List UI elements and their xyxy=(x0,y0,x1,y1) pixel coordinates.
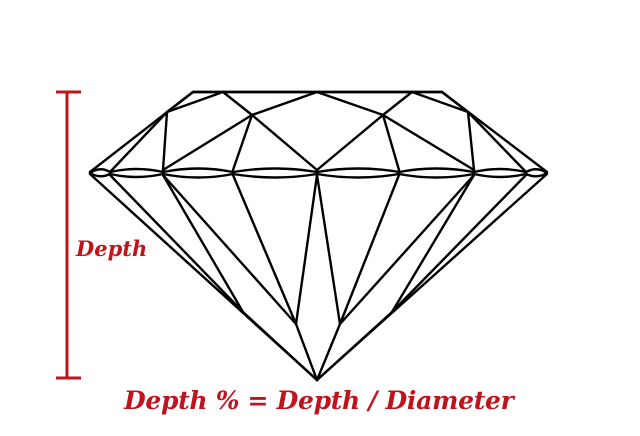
depth-bracket xyxy=(56,90,81,380)
diamond-outline xyxy=(88,90,549,382)
crown-outline xyxy=(88,90,549,174)
pavilion-outline xyxy=(88,172,549,382)
depth-formula: Depth % = Depth / Diameter xyxy=(124,386,514,415)
culet xyxy=(315,378,319,382)
depth-label: Depth xyxy=(76,236,148,261)
